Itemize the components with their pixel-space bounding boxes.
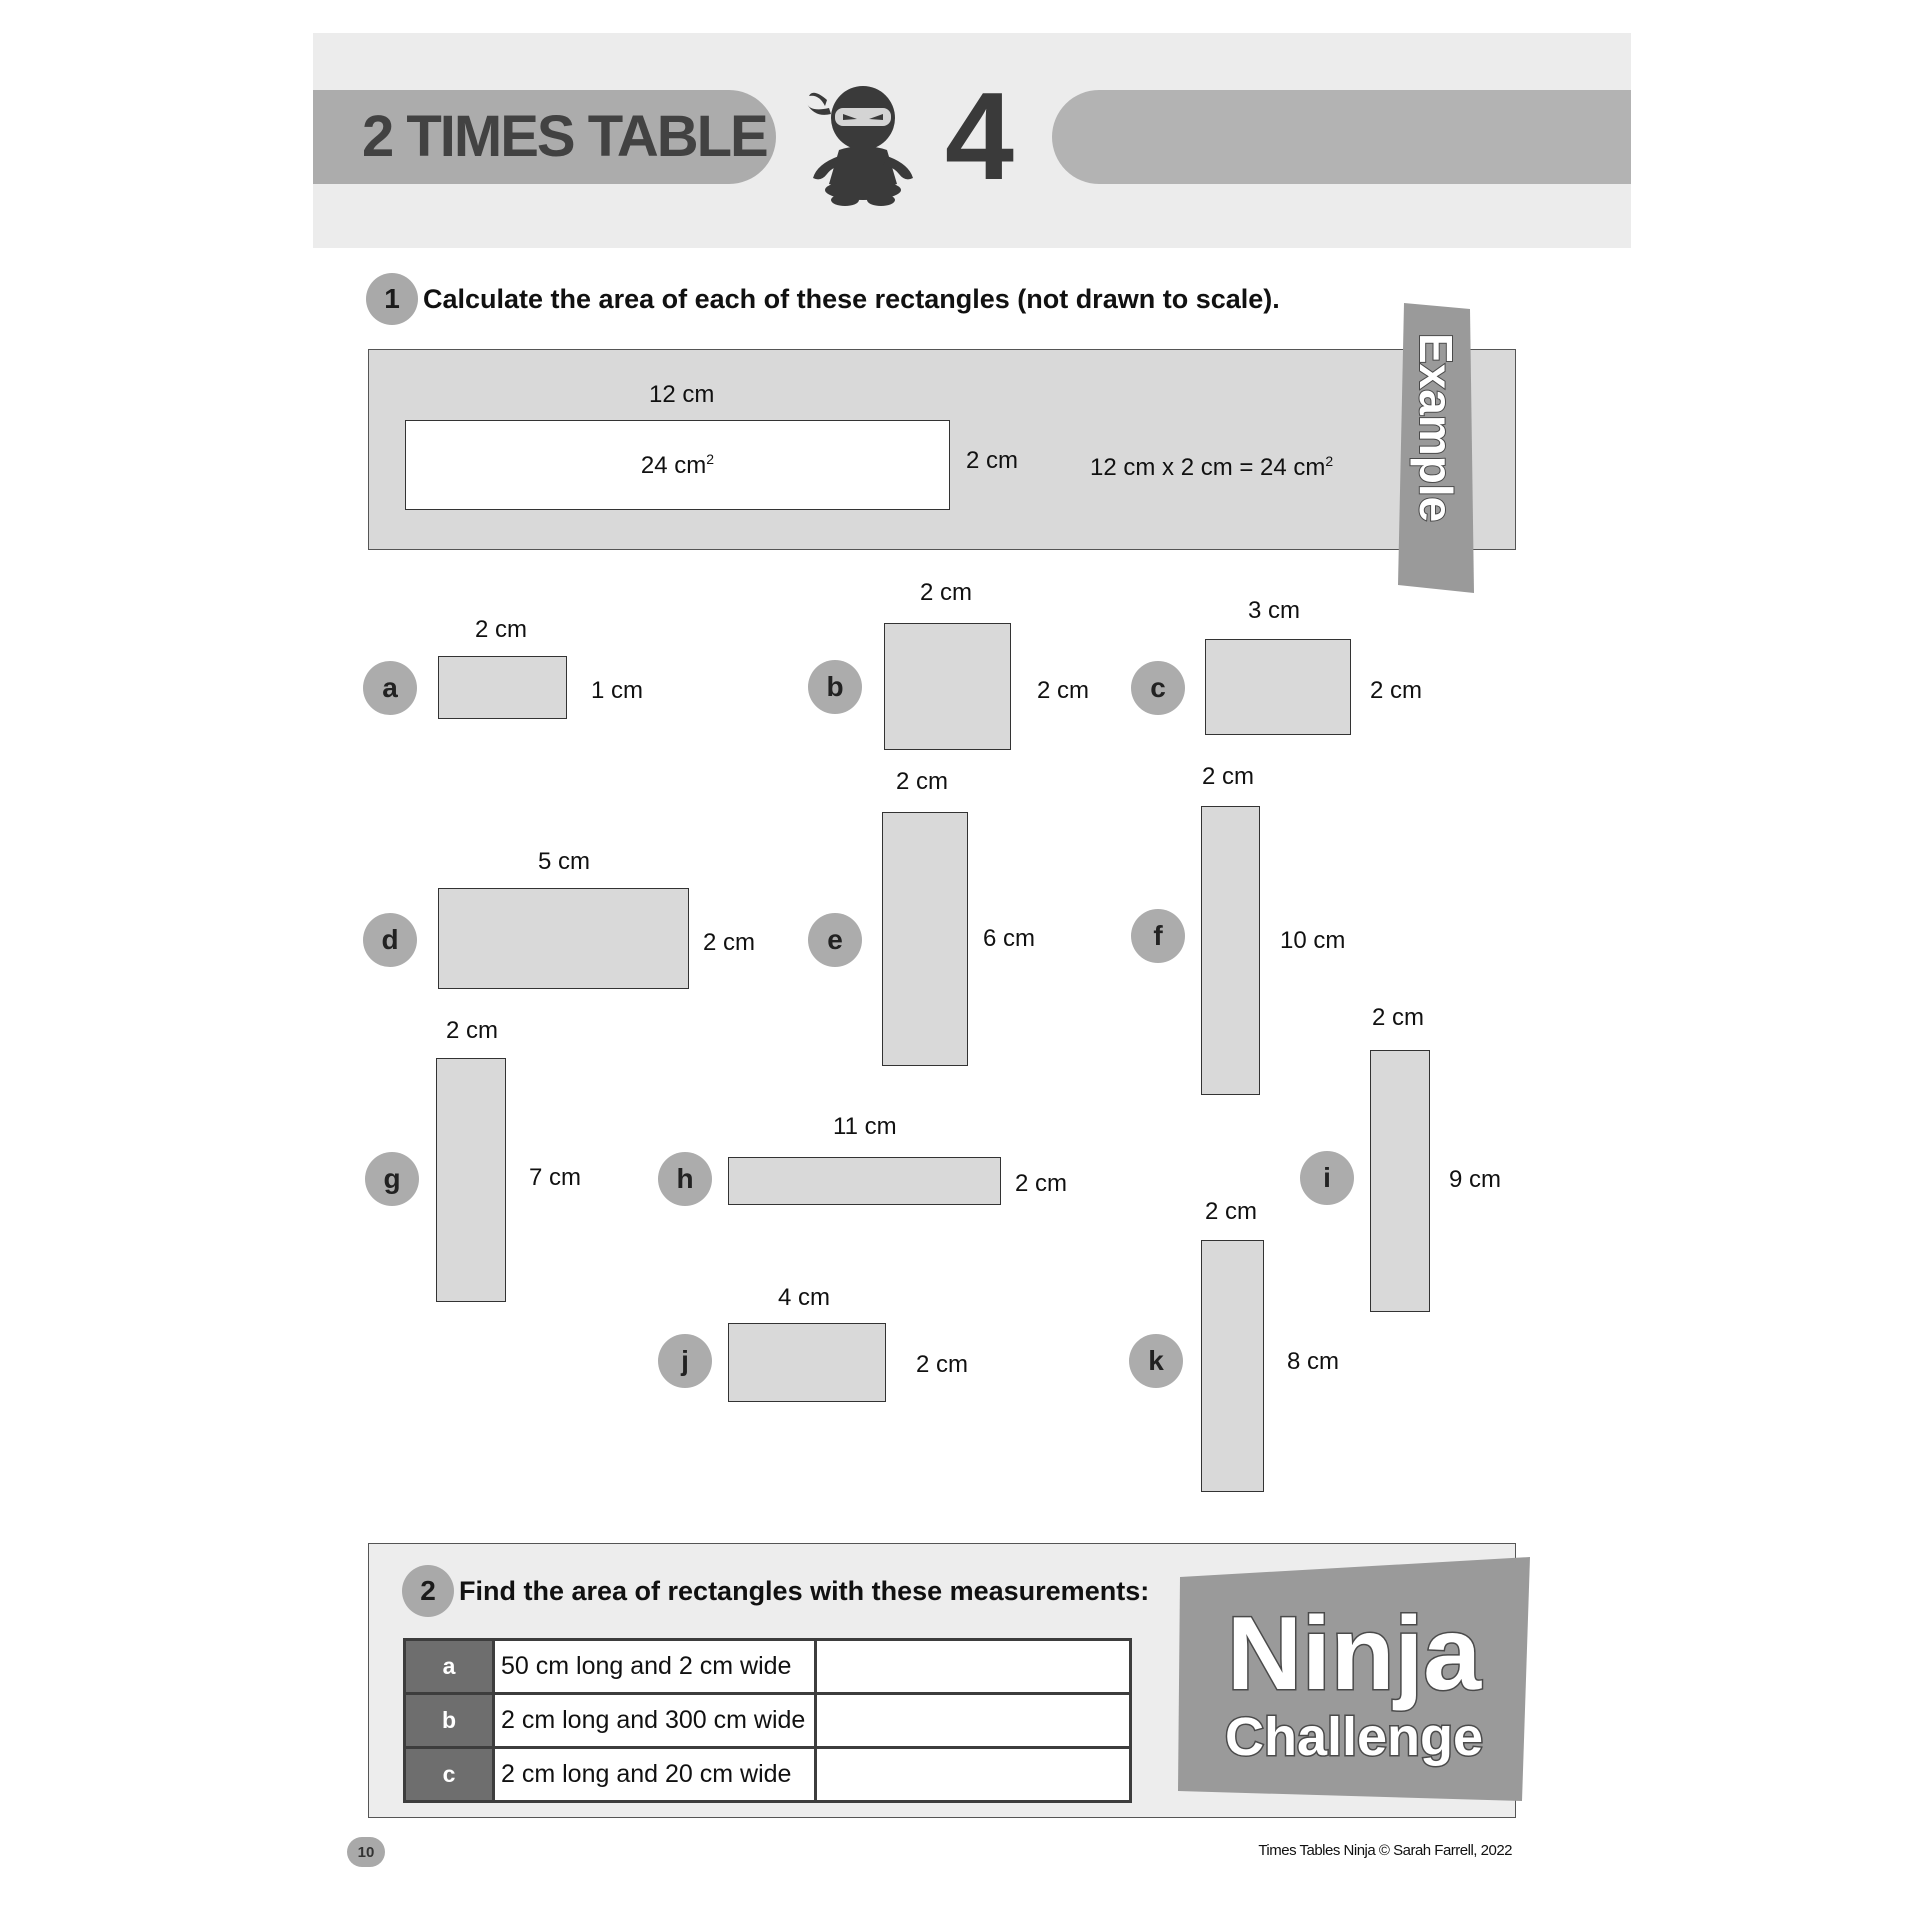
title-banner bbox=[313, 90, 776, 184]
measurements-table: a 50 cm long and 2 cm wide b 2 cm long a… bbox=[403, 1638, 1132, 1803]
rect-d-width: 2 cm bbox=[703, 929, 756, 956]
example-rectangle: 24 cm2 bbox=[405, 420, 950, 510]
question-1-heading: Calculate the area of each of these rect… bbox=[423, 284, 1280, 314]
page-number: 10 bbox=[347, 1837, 385, 1867]
rect-d bbox=[438, 888, 689, 989]
ninja-challenge-badge: Ninja Challenge bbox=[1178, 1557, 1530, 1801]
rect-h-label: h bbox=[658, 1152, 712, 1206]
rect-i-label: i bbox=[1300, 1151, 1354, 1205]
rect-j-label: j bbox=[658, 1334, 712, 1388]
row-measurements: 2 cm long and 300 cm wide bbox=[492, 1692, 817, 1749]
copyright: Times Tables Ninja © Sarah Farrell, 2022 bbox=[1258, 1842, 1512, 1859]
rect-b-label: b bbox=[808, 660, 862, 714]
rect-e-label: e bbox=[808, 913, 862, 967]
rect-e-width: 6 cm bbox=[983, 925, 1036, 952]
rect-k bbox=[1201, 1240, 1264, 1492]
rect-a-label: a bbox=[363, 661, 417, 715]
answer-box[interactable] bbox=[814, 1638, 1132, 1695]
rect-g-label: g bbox=[365, 1152, 419, 1206]
rect-h-width: 2 cm bbox=[1015, 1170, 1068, 1197]
example-equation: 12 cm x 2 cm = 24 cm2 bbox=[1090, 453, 1334, 481]
row-label: c bbox=[403, 1746, 495, 1803]
rect-c-width: 2 cm bbox=[1370, 677, 1423, 704]
rect-g bbox=[436, 1058, 506, 1302]
rect-j-width: 2 cm bbox=[916, 1351, 969, 1378]
example-area: 24 cm2 bbox=[640, 450, 715, 479]
row-label: b bbox=[403, 1692, 495, 1749]
example-tab: Example bbox=[1398, 303, 1474, 593]
answer-box[interactable] bbox=[814, 1746, 1132, 1803]
rect-k-width: 8 cm bbox=[1287, 1348, 1340, 1375]
example-length-label: 12 cm bbox=[649, 381, 715, 408]
rect-b bbox=[884, 623, 1011, 750]
answer-box[interactable] bbox=[814, 1692, 1132, 1749]
rect-i-width: 9 cm bbox=[1449, 1166, 1502, 1193]
rect-a-width: 1 cm bbox=[591, 677, 644, 704]
rect-b-length: 2 cm bbox=[920, 579, 973, 606]
table-row: a 50 cm long and 2 cm wide bbox=[403, 1638, 1132, 1695]
table-row: c 2 cm long and 20 cm wide bbox=[403, 1746, 1132, 1803]
question-2-heading: Find the area of rectangles with these m… bbox=[459, 1576, 1150, 1606]
rect-g-length: 2 cm bbox=[446, 1017, 499, 1044]
rect-i bbox=[1370, 1050, 1430, 1312]
rect-f-length: 2 cm bbox=[1202, 763, 1255, 790]
ninja-icon bbox=[807, 86, 913, 206]
rect-j bbox=[728, 1323, 886, 1402]
row-label: a bbox=[403, 1638, 495, 1695]
rect-f bbox=[1201, 806, 1260, 1095]
badge-title: Ninja bbox=[1227, 1596, 1482, 1712]
rect-a bbox=[438, 656, 567, 719]
header-decoration-bar bbox=[1052, 90, 1631, 184]
rect-c bbox=[1205, 639, 1351, 735]
rect-i-length: 2 cm bbox=[1372, 1004, 1425, 1031]
rect-h-length: 11 cm bbox=[833, 1113, 897, 1140]
rect-a-length: 2 cm bbox=[475, 616, 528, 643]
rect-d-length: 5 cm bbox=[538, 848, 591, 875]
rect-f-width: 10 cm bbox=[1280, 927, 1346, 954]
rect-f-label: f bbox=[1131, 909, 1185, 963]
example-width-label: 2 cm bbox=[966, 447, 1019, 474]
rect-k-label: k bbox=[1129, 1334, 1183, 1388]
row-measurements: 50 cm long and 2 cm wide bbox=[492, 1638, 817, 1695]
question-1-number: 1 bbox=[366, 273, 418, 325]
row-measurements: 2 cm long and 20 cm wide bbox=[492, 1746, 817, 1803]
rect-c-label: c bbox=[1131, 661, 1185, 715]
page-title: 2 TIMES TABLE bbox=[362, 104, 769, 169]
rect-b-width: 2 cm bbox=[1037, 677, 1090, 704]
rect-e bbox=[882, 812, 968, 1066]
rect-j-length: 4 cm bbox=[778, 1284, 831, 1311]
question-2-number: 2 bbox=[402, 1565, 454, 1617]
rect-e-length: 2 cm bbox=[896, 768, 949, 795]
table-row: b 2 cm long and 300 cm wide bbox=[403, 1692, 1132, 1749]
rect-k-length: 2 cm bbox=[1205, 1198, 1258, 1225]
example-tab-label: Example bbox=[1410, 333, 1462, 522]
rect-c-length: 3 cm bbox=[1248, 597, 1301, 624]
badge-subtitle: Challenge bbox=[1225, 1707, 1483, 1767]
rect-g-width: 7 cm bbox=[529, 1164, 582, 1191]
rect-h bbox=[728, 1157, 1001, 1205]
table-number: 4 bbox=[945, 68, 1014, 206]
rect-d-label: d bbox=[363, 913, 417, 967]
